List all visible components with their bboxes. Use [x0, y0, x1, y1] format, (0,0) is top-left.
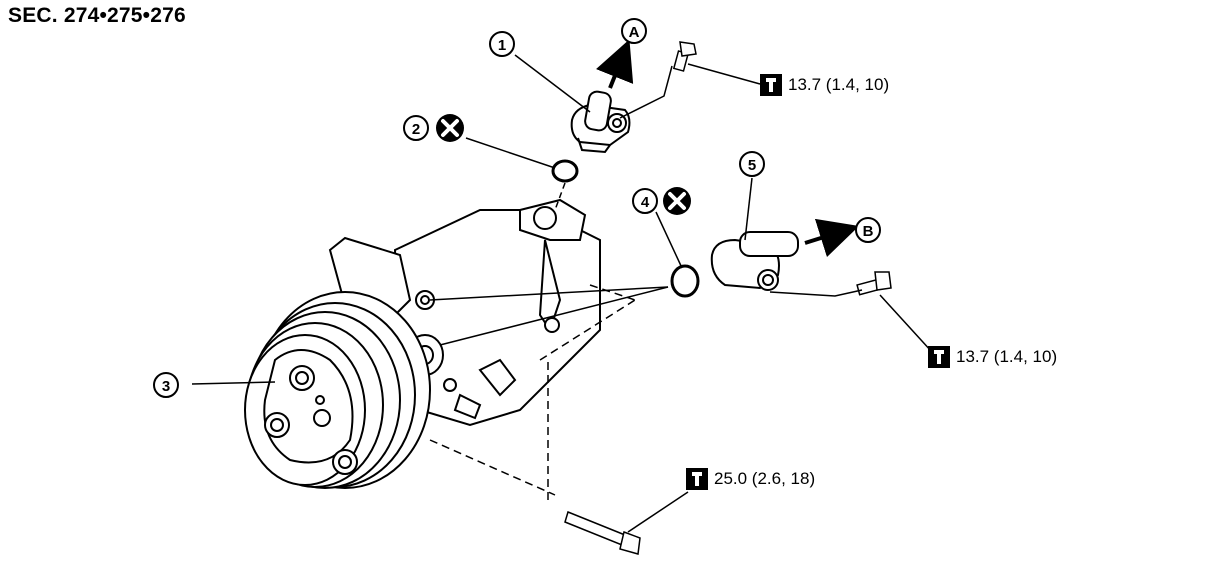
svg-text:5: 5 — [748, 157, 756, 174]
do-not-reuse-x-icon — [663, 187, 691, 215]
torque-spec-mount: 25.0 (2.6, 18) — [686, 468, 815, 490]
o-ring-4 — [670, 264, 700, 298]
callout-a: A — [621, 18, 647, 44]
pulley — [244, 291, 431, 489]
torque-value: 25.0 (2.6, 18) — [714, 469, 816, 488]
svg-text:4: 4 — [641, 194, 650, 211]
bolt-upper — [672, 41, 697, 72]
svg-text:2: 2 — [412, 121, 420, 138]
svg-text:1: 1 — [498, 37, 506, 54]
torque-value: 13.7 (1.4, 10) — [956, 347, 1058, 366]
arrow-to-a — [596, 39, 634, 89]
torque-value: 13.7 (1.4, 10) — [788, 75, 890, 94]
svg-text:A: A — [629, 24, 640, 41]
callout-5: 5 — [739, 151, 765, 177]
bolt-mount — [564, 510, 641, 555]
arrow-to-b — [804, 218, 860, 258]
callout-4: 4 — [632, 188, 658, 214]
svg-text:3: 3 — [162, 378, 170, 395]
torque-spec-right: 13.7 (1.4, 10) — [928, 346, 1057, 368]
o-ring-2 — [551, 159, 579, 183]
leader-lines — [191, 54, 933, 533]
torque-spec-upper: 13.7 (1.4, 10) — [760, 74, 889, 96]
do-not-reuse-x-icon — [436, 114, 464, 142]
hose-fitting-suction — [710, 231, 799, 291]
torque-wrench-icon — [686, 468, 708, 490]
torque-wrench-icon — [760, 74, 782, 96]
callout-3: 3 — [153, 372, 179, 398]
bolt-right — [856, 271, 892, 296]
torque-wrench-icon — [928, 346, 950, 368]
section-title: SEC. 274•275•276 — [8, 4, 186, 27]
hose-fitting-discharge — [570, 90, 631, 154]
callout-2: 2 — [403, 115, 429, 141]
callout-b: B — [855, 217, 881, 243]
callout-1: 1 — [489, 31, 515, 57]
svg-text:B: B — [863, 223, 874, 240]
